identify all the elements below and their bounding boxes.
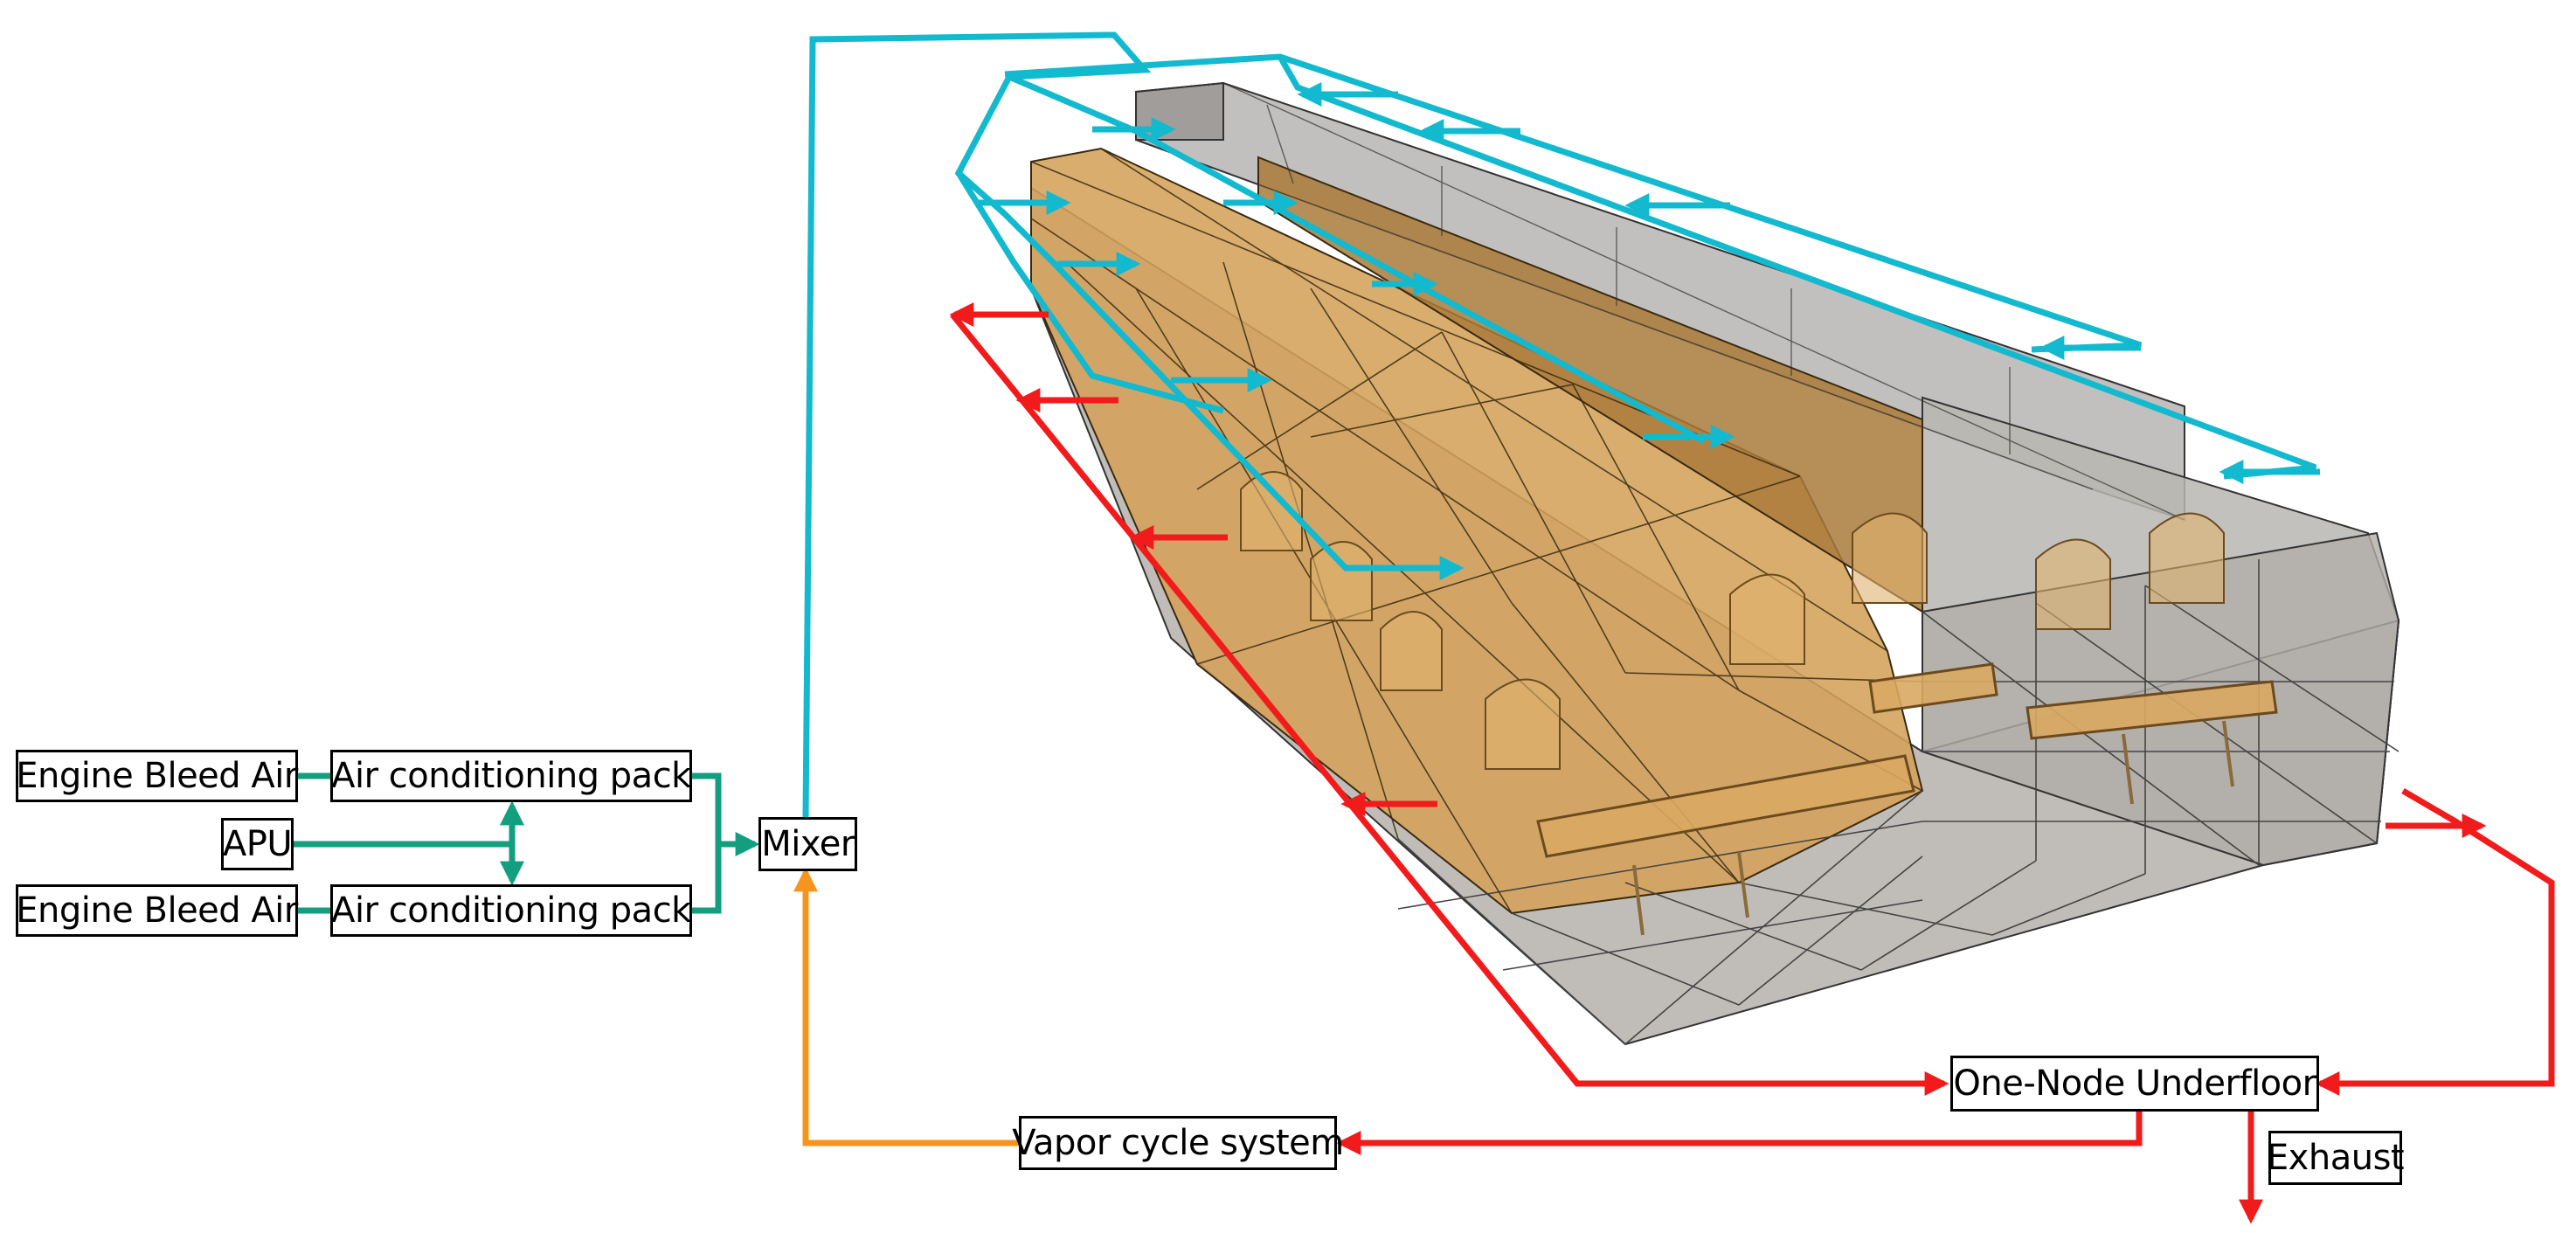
apu-box: APU — [221, 818, 294, 870]
red-arrows — [949, 302, 2487, 838]
cabin-return-to-underfloor — [950, 312, 1949, 1096]
engine-bleed-air-box-1: Engine Bleed Air — [16, 750, 298, 802]
vapor-cycle-box: Vapor cycle system — [1012, 1116, 1344, 1170]
exhaust-box: Exhaust — [2267, 1131, 2405, 1185]
mixer-to-cabin-duct — [802, 31, 1455, 818]
underfloor-to-vapor — [1336, 1112, 2143, 1155]
right-return-to-underfloor — [2315, 787, 2555, 1096]
vapor-to-mixer — [793, 867, 1019, 1146]
engine-bleed-air-box-2: Engine Bleed Air — [16, 884, 298, 937]
mixer-box: Mixer — [758, 817, 857, 871]
pack1-to-mixer — [692, 772, 760, 856]
pack2-to-mixer — [692, 844, 722, 914]
cabin-shell — [1030, 81, 2400, 1046]
supply-lines — [294, 772, 760, 914]
underfloor-box: One-Node Underfloor — [1950, 1056, 2319, 1112]
ac-pack-box-2: Air conditioning pack — [330, 884, 692, 937]
cyan-arrows — [979, 82, 2320, 580]
vapor-line — [793, 867, 1019, 1146]
return-lines — [950, 312, 2555, 1224]
ac-pack-box-1: Air conditioning pack — [330, 750, 692, 802]
